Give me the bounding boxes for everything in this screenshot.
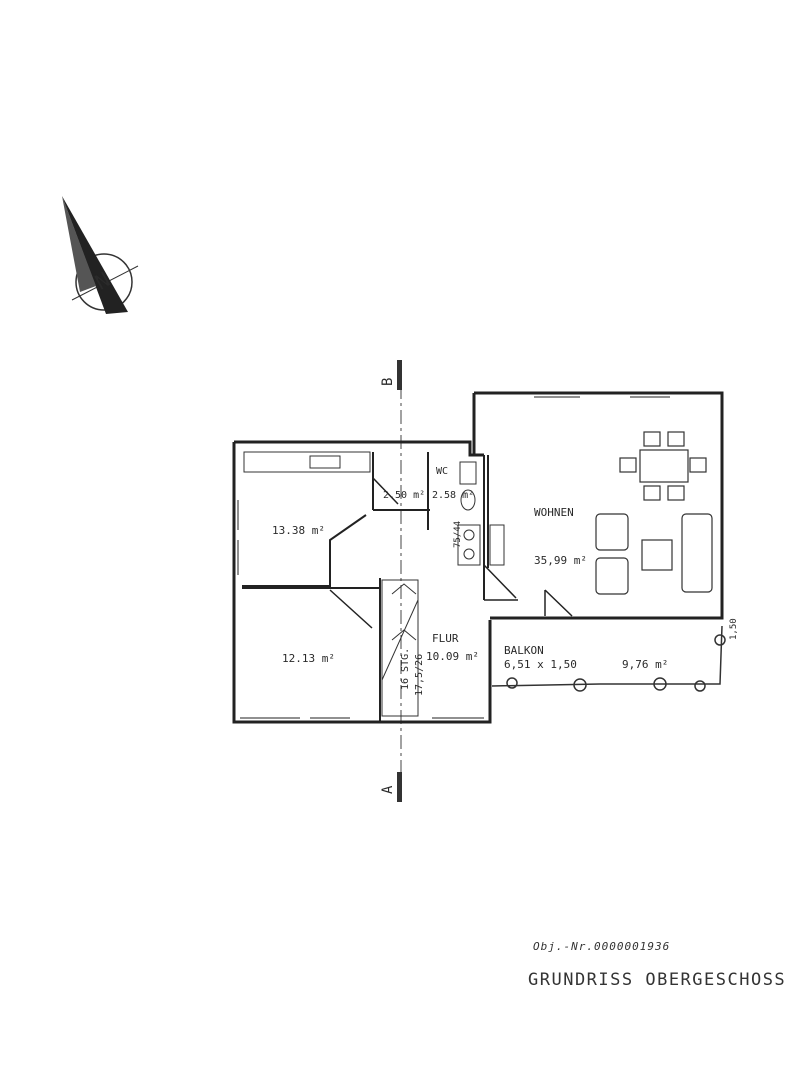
wc-area: 2.58 m² <box>432 490 474 501</box>
room-area-13-38: 13.38 m² <box>272 524 325 537</box>
flur-label: FLUR <box>432 632 459 645</box>
north-arrow-icon: N <box>62 196 139 314</box>
dining-table <box>619 431 707 501</box>
plan-title: GRUNDRISS OBERGESCHOSS <box>528 970 787 990</box>
section-mark-bottom: A <box>380 785 396 794</box>
section-line: B A <box>380 360 402 802</box>
room-area-12-13: 12.13 m² <box>282 652 335 665</box>
section-mark-top: B <box>380 378 396 386</box>
bath-area: 2.50 m² <box>383 490 425 501</box>
sofa-set <box>595 513 713 595</box>
kitchen-label: 75/44 <box>453 521 463 548</box>
balcony-area: 9,76 m² <box>622 658 668 671</box>
flur-area: 10.09 m² <box>426 650 479 663</box>
wohnen-label: WOHNEN <box>534 506 574 519</box>
walls <box>232 391 724 724</box>
balcony-dims: 6,51 x 1,50 <box>504 658 577 671</box>
balcony-label: BALKON <box>504 644 544 657</box>
wohnen-area: 35,99 m² <box>534 554 587 567</box>
balcony-side-label: 1,50 <box>729 618 739 640</box>
object-number: Obj.-Nr.0000001936 <box>533 940 671 953</box>
stairs-ratio: 17,5/26 <box>414 654 425 696</box>
balcony-railing <box>491 625 726 692</box>
kitchen-counter <box>243 451 371 473</box>
wc-label: WC <box>436 466 448 477</box>
stairs-steps: 16 STG. <box>400 648 411 690</box>
wc-fixtures <box>459 461 477 511</box>
stove-icon <box>457 524 505 566</box>
stairs <box>381 579 419 717</box>
